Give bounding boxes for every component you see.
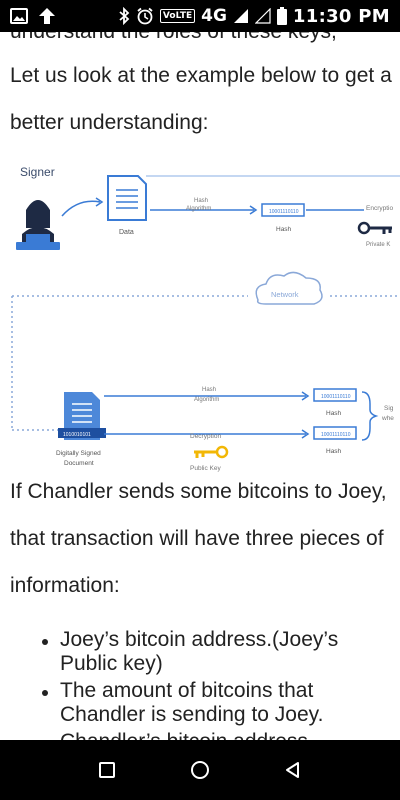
data-label: Data	[119, 229, 134, 236]
public-key-icon	[194, 445, 229, 459]
article-content[interactable]: understand the roles of these keys, Let …	[0, 32, 400, 740]
recents-square-icon	[98, 762, 115, 778]
list-item: Chandler’s bitcoin address	[60, 730, 390, 740]
hash-value-bottom-2: 10001110110	[321, 432, 351, 438]
hash-algorithm-top-2: Algorithm	[186, 206, 211, 212]
transaction-paragraph: If Chandler sends some bitcoins to Joey,…	[10, 480, 387, 597]
hash-label-bottom-1: Hash	[326, 410, 342, 417]
data-document-icon	[107, 175, 147, 221]
signal-empty-icon	[254, 8, 271, 24]
side-label-2: whe	[381, 415, 394, 422]
network-type: 4G	[201, 6, 227, 26]
clock-time: 11:30 PM	[292, 5, 390, 27]
back-button[interactable]	[273, 750, 313, 790]
intro-paragraph: Let us look at the example below to get …	[10, 64, 392, 134]
decryption-label: Decryption	[190, 433, 221, 440]
network-cloud-icon	[255, 271, 323, 305]
network-label: Network	[271, 290, 299, 299]
navigation-bar	[0, 740, 400, 800]
encryption-label: Encryptio	[366, 205, 393, 212]
signed-doc-label-2: Document	[64, 460, 94, 467]
list-item: Joey’s bitcoin address.(Joey’s Public ke…	[42, 628, 390, 676]
list-item: The amount of bitcoins that Chandler is …	[42, 679, 390, 727]
hash-algorithm-bottom-2: Algorithm	[194, 397, 219, 403]
signed-doc-label-1: Digitally Signed	[56, 450, 101, 457]
side-label-1: Sig	[384, 405, 394, 412]
hash-label-bottom-2: Hash	[326, 448, 342, 455]
private-key-label: Private K	[366, 242, 390, 248]
hash-value-top: 10001110110	[269, 209, 299, 215]
private-key-icon	[357, 221, 392, 235]
hash-algorithm-top-1: Hash	[194, 198, 208, 204]
hash-algorithm-bottom-1: Hash	[202, 387, 216, 393]
signer-person-icon	[16, 200, 60, 250]
home-button[interactable]	[180, 750, 220, 790]
hash-label-top: Hash	[276, 226, 292, 233]
digital-signature-diagram: Signer Data Hash	[0, 164, 400, 484]
partial-text-line: understand the roles of these keys,	[10, 32, 337, 55]
home-circle-icon	[190, 761, 209, 779]
signed-document-icon	[58, 392, 106, 440]
back-triangle-icon	[286, 762, 300, 778]
bluetooth-icon	[118, 7, 130, 25]
gallery-icon	[10, 8, 28, 24]
public-key-label: Public Key	[190, 465, 221, 472]
signer-label: Signer	[20, 165, 55, 179]
status-bar: VoLTE 4G 11:30 PM	[0, 0, 400, 32]
signal-strength-icon	[233, 8, 249, 24]
signed-doc-value: 1010010101	[63, 432, 91, 438]
hash-value-bottom-1: 10001110110	[321, 394, 351, 400]
recents-button[interactable]	[87, 750, 127, 790]
volte-badge: VoLTE	[159, 9, 196, 23]
info-bullet-list: Joey’s bitcoin address.(Joey’s Public ke…	[42, 628, 390, 740]
upload-arrow-icon	[38, 7, 56, 25]
alarm-clock-icon	[136, 7, 154, 25]
battery-icon	[276, 7, 287, 25]
